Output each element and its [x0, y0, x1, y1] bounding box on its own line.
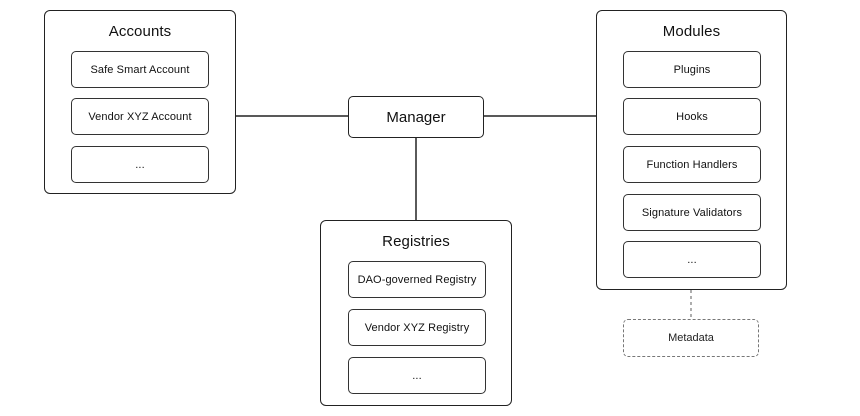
registry-item-vendor-xyz-registry[interactable]: Vendor XYZ Registry	[348, 309, 486, 346]
registries-group: Registries DAO-governed Registry Vendor …	[320, 220, 512, 406]
modules-title: Modules	[662, 23, 721, 40]
modules-group: Modules Plugins Hooks Function Handlers …	[596, 10, 787, 290]
accounts-group: Accounts Safe Smart Account Vendor XYZ A…	[44, 10, 236, 194]
module-item-plugins[interactable]: Plugins	[623, 51, 761, 88]
metadata-box[interactable]: Metadata	[623, 319, 759, 357]
registry-item-more[interactable]: ...	[348, 357, 486, 394]
account-item-vendor-xyz-account[interactable]: Vendor XYZ Account	[71, 98, 209, 135]
registry-item-dao-governed-registry[interactable]: DAO-governed Registry	[348, 261, 486, 298]
module-item-more[interactable]: ...	[623, 241, 761, 278]
module-item-signature-validators[interactable]: Signature Validators	[623, 194, 761, 231]
account-item-safe-smart-account[interactable]: Safe Smart Account	[71, 51, 209, 88]
accounts-title: Accounts	[108, 23, 172, 40]
manager-box[interactable]: Manager	[348, 96, 484, 138]
module-item-function-handlers[interactable]: Function Handlers	[623, 146, 761, 183]
module-item-hooks[interactable]: Hooks	[623, 98, 761, 135]
account-item-more[interactable]: ...	[71, 146, 209, 183]
registries-title: Registries	[382, 233, 450, 250]
